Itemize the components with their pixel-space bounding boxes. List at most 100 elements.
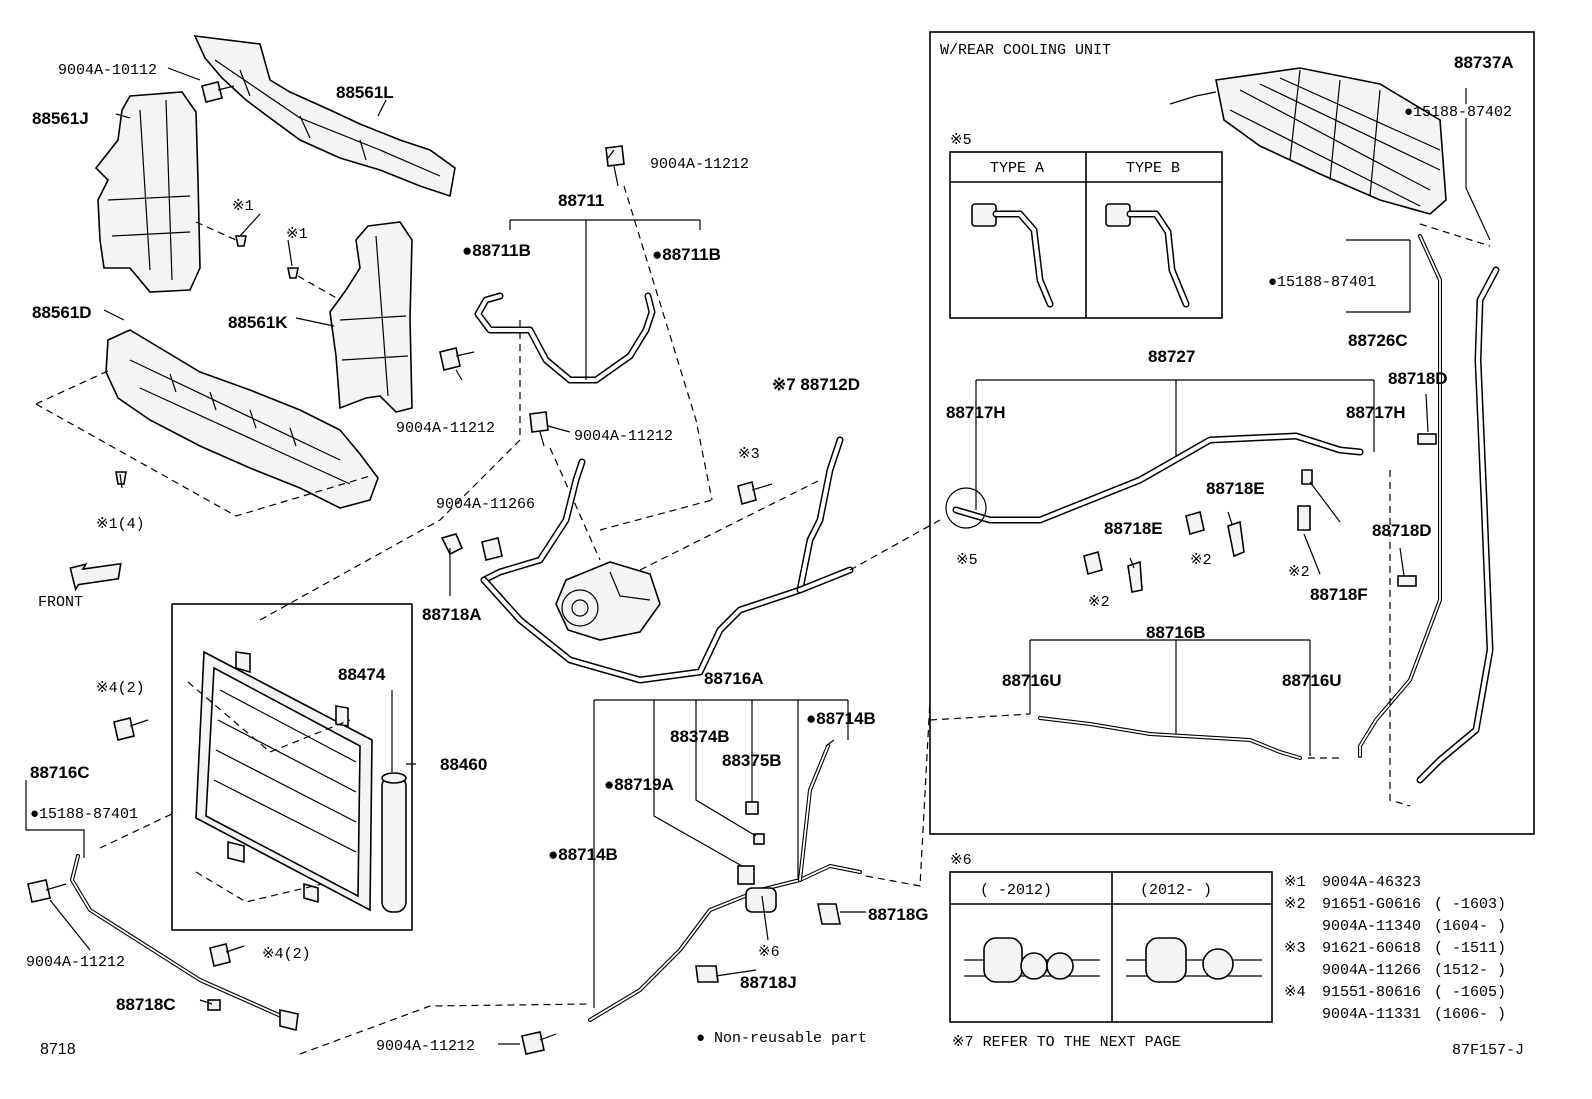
label-88718G: 88718G [868, 905, 929, 924]
label-88714B-l: ●88714B [548, 845, 618, 864]
legend-range: (1606- ) [1434, 1006, 1506, 1023]
legend-mark: ※3 [1284, 940, 1306, 957]
bolt-9004A-11212-top [605, 145, 625, 187]
label-x2-a: ※2 [1190, 552, 1212, 569]
label-88719A: ●88719A [604, 775, 674, 794]
label-x5: ※5 [956, 552, 978, 569]
label-88718D-top: 88718D [1388, 369, 1448, 388]
label-x3: ※3 [738, 446, 760, 463]
condenser-box [171, 603, 413, 931]
label-88717H-l: 88717H [946, 403, 1006, 422]
clip-88718D [1397, 433, 1437, 587]
label-88561D: 88561D [32, 303, 92, 322]
hose-88711 [474, 292, 656, 384]
rear-unit-88737A [1169, 67, 1447, 215]
label-88718E-l: 88718E [1104, 519, 1163, 538]
bolt-9004A-11212-bl [27, 879, 67, 903]
label-15188-87401-r: ●15188-87401 [1268, 274, 1376, 291]
label-88718A: 88718A [422, 605, 482, 624]
bolt-x3 [737, 480, 773, 506]
label-x4-2-a: ※4(2) [96, 680, 145, 697]
note-nonreusable: ● Non-reusable part [696, 1030, 867, 1047]
legend-part: 91551-80616 [1322, 984, 1421, 1001]
clip-88718G [817, 903, 841, 925]
label-front: FRONT [38, 594, 83, 611]
bolt-x4-a [113, 717, 149, 741]
bracket-88718E-r [1185, 510, 1245, 558]
clip-x1-a [195, 221, 247, 247]
panel-88561K [329, 221, 413, 413]
pipe-88727 [945, 432, 1364, 529]
label-88374B: 88374B [670, 727, 730, 746]
legend-range: (1604- ) [1434, 918, 1506, 935]
label-15188-87401-l: ●15188-87401 [30, 806, 138, 823]
bolt-9004A-11266 [481, 537, 503, 561]
pipe-88716A [588, 744, 862, 1022]
label-x1-b: ※1 [286, 226, 308, 243]
legend-part: 9004A-11331 [1322, 1006, 1421, 1023]
label-88716B: 88716B [1146, 623, 1206, 642]
legend-part: 9004A-11340 [1322, 918, 1421, 935]
legend-part: 9004A-46323 [1322, 874, 1421, 891]
x6-grommet-new [1126, 937, 1262, 983]
x7-note: ※7 REFER TO THE NEXT PAGE [952, 1034, 1181, 1051]
cap-88375B [745, 801, 765, 845]
label-9004A-11212-bl: 9004A-11212 [26, 954, 125, 971]
clip-88718C [207, 999, 221, 1011]
type-a-label: TYPE A [990, 160, 1044, 177]
label-88718C: 88718C [116, 995, 176, 1014]
label-88714B-r: ●88714B [806, 709, 876, 728]
legend-part: 91621-60618 [1322, 940, 1421, 957]
bolt-9004A-11212-bot [521, 1031, 557, 1055]
label-9004A-11212-top: 9004A-11212 [650, 156, 749, 173]
label-9004A-10112: 9004A-10112 [58, 62, 157, 79]
label-88561L: 88561L [336, 83, 394, 102]
pipe-88726C [1358, 234, 1442, 758]
label-88375B: 88375B [722, 751, 782, 770]
label-88716A: 88716A [704, 669, 764, 688]
legend: ※1 9004A-46323 ※2 91651-G0616 ( -1603) 9… [1284, 874, 1506, 1023]
clip-88718J [695, 965, 719, 983]
label-x2-c: ※2 [1088, 594, 1110, 611]
clip-x1-b [287, 267, 341, 301]
panel-88561L [193, 35, 456, 198]
label-88718F: 88718F [1310, 585, 1368, 604]
label-88727: 88727 [1148, 347, 1195, 366]
label-88716U-l: 88716U [1002, 671, 1062, 690]
type-a-fitting [971, 203, 1054, 308]
discharge-pipe [480, 436, 854, 684]
compressor [555, 561, 661, 641]
rear-cooling-box [929, 31, 1535, 835]
pipe-88737A-return [1416, 266, 1500, 784]
label-88474: 88474 [338, 665, 386, 684]
bolt-9004A-11212-mid2 [529, 411, 549, 447]
label-15188-87402: ●15188-87402 [1404, 104, 1512, 121]
label-88716C: 88716C [30, 763, 90, 782]
label-88716U-r: 88716U [1282, 671, 1342, 690]
legend-mark: ※4 [1284, 984, 1306, 1001]
type-b-label: TYPE B [1126, 160, 1180, 177]
legend-range: ( -1511) [1434, 940, 1506, 957]
diagram-code: 87F157-J [1452, 1042, 1524, 1059]
label-9004A-11266: 9004A-11266 [436, 496, 535, 513]
receiver-88474 [381, 772, 407, 913]
x6-col1-label: ( -2012) [980, 882, 1052, 899]
label-9004A-11212-mid2: 9004A-11212 [574, 428, 673, 445]
legend-range: (1512- ) [1434, 962, 1506, 979]
x6-col2-label: (2012- ) [1140, 882, 1212, 899]
x6-grommet-old [964, 937, 1100, 983]
x5-title: ※5 [950, 132, 972, 149]
label-8718: 8718 [40, 1041, 76, 1058]
label-88718E-r: 88718E [1206, 479, 1265, 498]
condenser-88460 [195, 650, 373, 912]
legend-part: 9004A-11266 [1322, 962, 1421, 979]
label-88561K: 88561K [228, 313, 288, 332]
x6-box-title: ※6 [950, 852, 972, 869]
label-x1-4: ※1(4) [96, 516, 145, 533]
label-88711: 88711 [558, 191, 604, 210]
legend-range: ( -1603) [1434, 896, 1506, 913]
label-88561J: 88561J [32, 109, 89, 128]
panel-88561J [94, 91, 201, 293]
valve-88719A [737, 865, 755, 885]
